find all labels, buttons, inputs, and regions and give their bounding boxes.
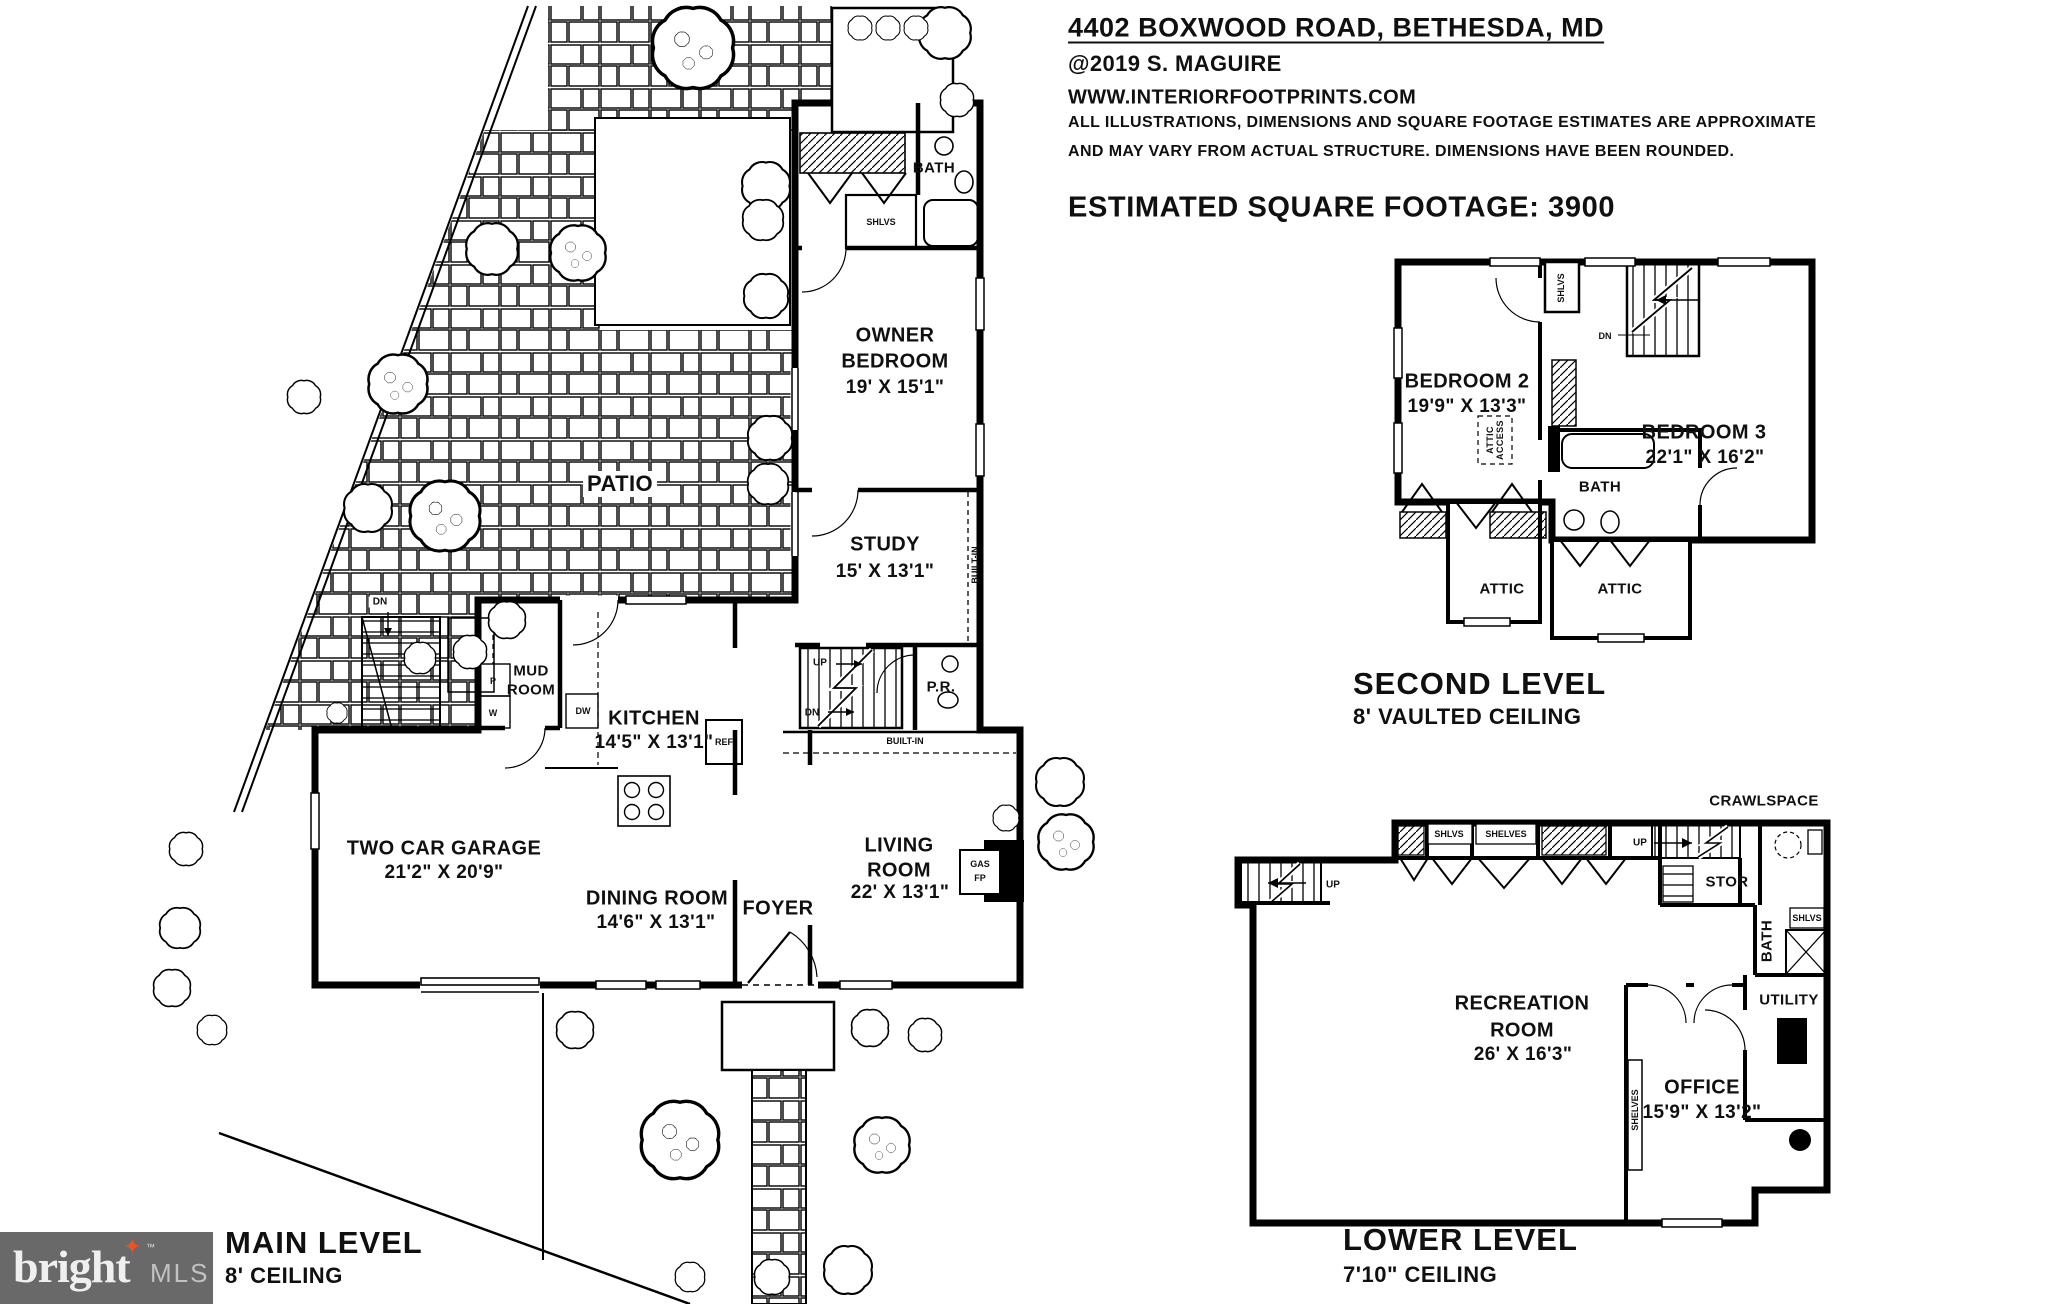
attic-access-line1: ATTIC xyxy=(1485,426,1495,454)
room-dims-garage: 21'2" X 20'9" xyxy=(384,862,504,883)
room-dims-kitchen: 14'5" X 13'1" xyxy=(594,732,714,753)
mls-logo-text: MLS xyxy=(150,1258,210,1288)
lower-level-walls xyxy=(1234,819,1831,1228)
label-gas-fp-1: GAS xyxy=(970,859,990,869)
label-dn-patio-stairs: DN xyxy=(368,596,392,608)
main-level-ceiling: 8' CEILING xyxy=(225,1263,343,1288)
attic-access-hatch xyxy=(1477,415,1513,465)
room-label-study: STUDY xyxy=(850,533,920,556)
label-stairs-dn-main: DN xyxy=(804,707,820,719)
label-refrigerator: REF xyxy=(715,737,733,747)
closet-label-shlvs-bath: SHLVS xyxy=(1792,913,1822,923)
room-label-foyer: FOYER xyxy=(742,897,814,920)
trademark-symbol: ™ xyxy=(146,1242,155,1252)
closet-label-shlvs-lower: SHLVS xyxy=(1434,829,1464,839)
label-pantry: P xyxy=(489,676,497,686)
room-dims-bedroom3: 22'1" X 16'2" xyxy=(1645,447,1765,468)
room-label-rec-2: ROOM xyxy=(1490,1019,1554,1042)
label-dishwasher: DW xyxy=(575,706,591,716)
label-built-in-study: BUILT-IN xyxy=(970,546,980,584)
room-label-bath-main: BATH xyxy=(912,159,956,177)
closet-label-shlvs-second: SHLVS xyxy=(1556,273,1566,303)
room-dims-bedroom2: 19'9" X 13'3" xyxy=(1407,396,1527,417)
room-label-mud-2: ROOM xyxy=(506,681,556,699)
room-dims-study: 15' X 13'1" xyxy=(835,561,935,582)
room-dims-rec: 26' X 16'3" xyxy=(1473,1044,1573,1065)
room-label-patio: PATIO xyxy=(583,471,657,497)
room-label-living-1: LIVING xyxy=(864,834,934,857)
estimated-square-footage: ESTIMATED SQUARE FOOTAGE: 3900 xyxy=(1068,191,1616,224)
room-label-mud-1: MUD xyxy=(513,662,549,680)
room-label-attic-left: ATTIC xyxy=(1479,580,1525,598)
sheet-address: 4402 BOXWOOD ROAD, BETHESDA, MD xyxy=(1068,12,1605,43)
room-dims-office: 15'9" X 13'2" xyxy=(1642,1102,1762,1123)
room-label-attic-right: ATTIC xyxy=(1597,580,1643,598)
room-label-rec-1: RECREATION xyxy=(1454,992,1590,1015)
room-label-owner-bedroom-2: BEDROOM xyxy=(841,350,949,373)
second-level-title: SECOND LEVEL xyxy=(1353,666,1607,701)
disclaimer-line-2: AND MAY VARY FROM ACTUAL STRUCTURE. DIME… xyxy=(1068,143,1735,160)
room-dims-owner-bedroom: 19' X 15'1" xyxy=(845,377,945,398)
bright-mls-logo: bright ✦ ™ MLS xyxy=(0,1232,213,1304)
room-label-kitchen: KITCHEN xyxy=(608,707,700,730)
room-label-powder-room: P.R. xyxy=(926,678,956,696)
label-gas-fp-2: FP xyxy=(974,873,986,883)
room-label-garage: TWO CAR GARAGE xyxy=(346,837,542,860)
bright-logo-wordmark: bright xyxy=(13,1241,131,1292)
room-label-owner-bedroom-1: OWNER xyxy=(855,324,935,347)
lower-level-ceiling: 7'10" CEILING xyxy=(1343,1262,1498,1287)
closet-label-shlvs-owner: SHLVS xyxy=(866,217,896,227)
property-mask xyxy=(0,0,532,816)
room-label-stor: STOR xyxy=(1705,873,1749,891)
second-level-windows xyxy=(1393,257,1771,643)
label-stairs-up-lower-left: UP xyxy=(1326,879,1340,891)
main-level-title: MAIN LEVEL xyxy=(225,1225,423,1260)
room-label-dining: DINING ROOM xyxy=(585,887,729,910)
room-label-bath-second: BATH xyxy=(1578,478,1622,496)
room-dims-living: 22' X 13'1" xyxy=(850,882,950,903)
second-level-stairs xyxy=(1625,262,1701,358)
bright-logo-star-icon: ✦ xyxy=(123,1234,142,1259)
label-stairs-up-main: UP xyxy=(813,657,827,669)
label-built-in-living: BUILT-IN xyxy=(882,736,928,746)
room-label-living-2: ROOM xyxy=(867,859,931,882)
room-label-utility: UTILITY xyxy=(1759,991,1819,1009)
closet-label-shelves-lower: SHELVES xyxy=(1485,829,1527,839)
label-washer: W xyxy=(488,708,498,718)
main-level-windows xyxy=(310,277,985,990)
label-shelves-office: SHELVES xyxy=(1630,1089,1640,1131)
room-label-bath-lower: BATH xyxy=(1758,919,1776,963)
lower-level-title: LOWER LEVEL xyxy=(1343,1222,1578,1257)
website-line: WWW.INTERIORFOOTPRINTS.COM xyxy=(1068,86,1417,109)
second-level-ceiling: 8' VAULTED CEILING xyxy=(1353,704,1582,729)
label-stairs-up-lower-right: UP xyxy=(1629,837,1651,849)
label-stairs-dn-second: DN xyxy=(1598,331,1612,341)
copyright-line: @2019 S. MAGUIRE xyxy=(1068,51,1282,76)
attic-access-line2: ACCESS xyxy=(1495,420,1505,460)
room-dims-dining: 14'6" X 13'1" xyxy=(596,912,716,933)
room-label-bedroom2: BEDROOM 2 xyxy=(1404,370,1530,393)
disclaimer-line-1: ALL ILLUSTRATIONS, DIMENSIONS AND SQUARE… xyxy=(1068,114,1817,131)
room-label-bedroom3: BEDROOM 3 xyxy=(1641,421,1767,444)
label-crawlspace: CRAWLSPACE xyxy=(1709,792,1819,810)
room-label-office: OFFICE xyxy=(1664,1076,1740,1099)
